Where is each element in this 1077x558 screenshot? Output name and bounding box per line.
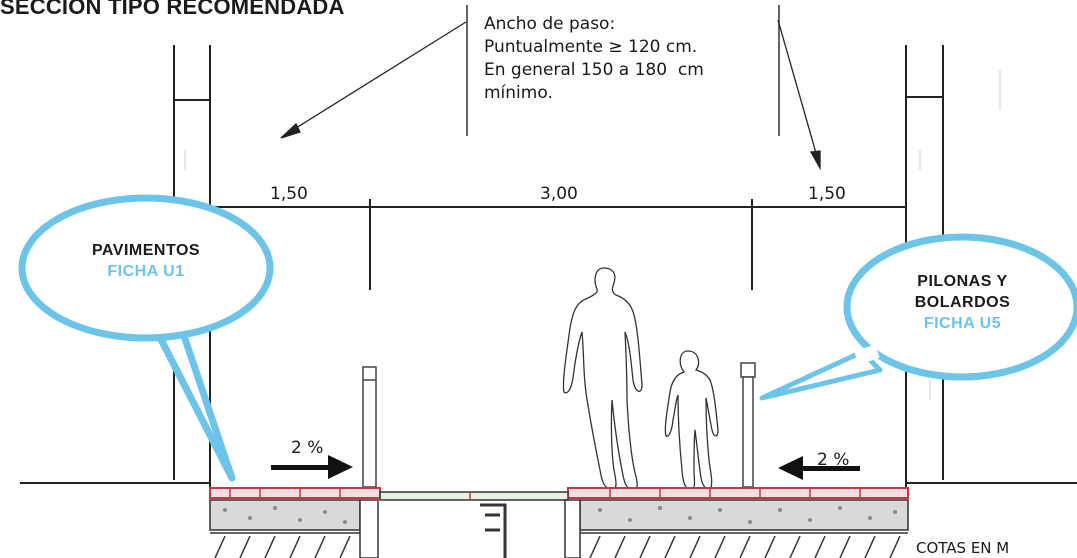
sidewalk-paving-section [209,487,909,558]
speech-bubble-pavimentos [18,194,274,482]
dimension-label-right: 1,50 [808,184,846,204]
bubble-pilonas-text: PILONAS Y BOLARDOS FICHA U5 [870,271,1055,334]
note-line: mínimo. [484,83,553,103]
note-line: Ancho de paso: [484,14,616,34]
dimension-label-left: 1,50 [270,184,308,204]
note-pointer-arrows [280,19,821,171]
slope-arrow-right [778,456,860,480]
dimension-label-center: 3,00 [540,184,578,204]
units-note: COTAS EN M [916,539,1010,557]
slope-label-right: 2 % [817,450,850,470]
ficha-reference-link[interactable]: FICHA U1 [107,263,185,280]
pedestrian-child-figure [664,350,719,491]
speech-bubble-pilonas [759,233,1077,401]
slope-label-left: 2 % [291,438,324,458]
bollard-left [362,366,377,488]
bubble-label-line2: BOLARDOS [914,294,1011,311]
bubble-label-line1: PILONAS Y [917,273,1008,290]
note-line: Puntualmente ≥ 120 cm. [484,37,698,57]
bubble-label: PAVIMENTOS [91,242,201,259]
passage-width-note: Ancho de paso: Puntualmente ≥ 120 cm. En… [484,13,784,105]
pedestrian-adult-figure [562,267,643,491]
section-title: SECCION TIPO RECOMENDADA [0,0,345,19]
note-line: En general 150 a 180 cm [484,60,704,80]
bollard-right [740,362,756,488]
bubble-pavimentos-text: PAVIMENTOS FICHA U1 [46,240,246,282]
dimension-line [212,199,906,290]
ficha-reference-link[interactable]: FICHA U5 [923,315,1002,332]
slope-arrow-left [271,455,353,479]
